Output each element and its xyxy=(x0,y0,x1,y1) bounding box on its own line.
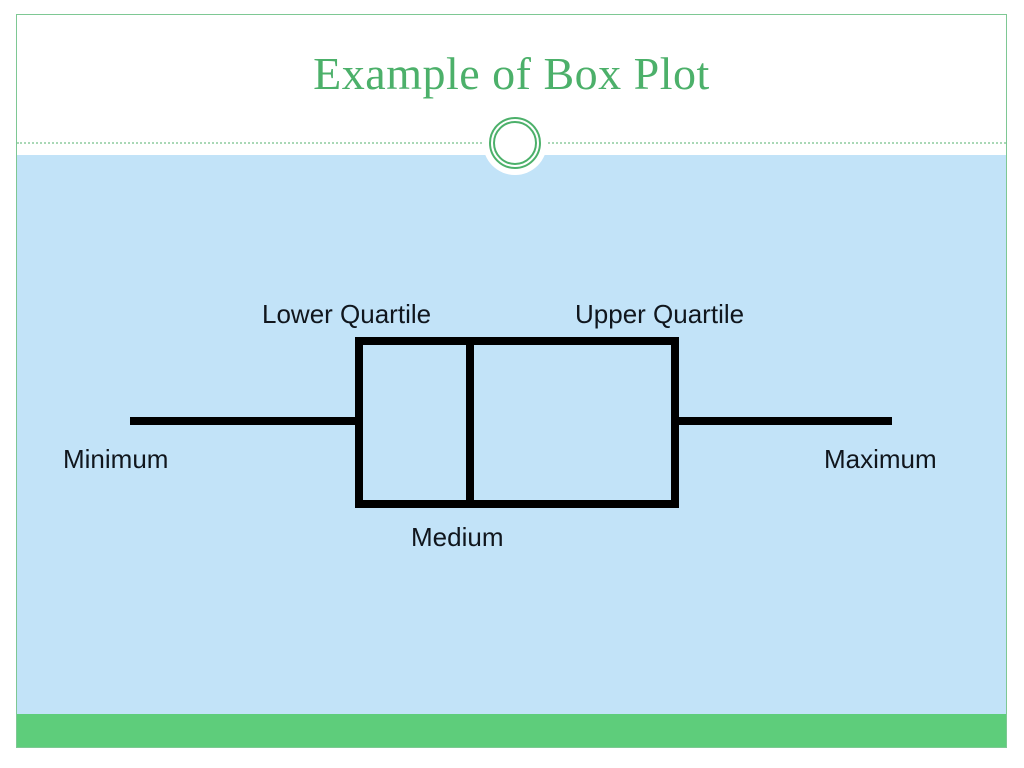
label-maximum: Maximum xyxy=(824,444,937,474)
page-title: Example of Box Plot xyxy=(313,48,710,99)
footer-accent-bar xyxy=(17,714,1006,747)
label-medium: Medium xyxy=(411,522,504,552)
double-ring-circle-icon xyxy=(483,111,547,175)
content-area xyxy=(17,155,1006,714)
label-lower-quartile: Lower Quartile xyxy=(262,299,432,329)
label-minimum: Minimum xyxy=(63,444,169,474)
ornament-outer-ring xyxy=(489,117,541,169)
label-upper-quartile: Upper Quartile xyxy=(575,299,745,329)
ornament-inner-ring xyxy=(493,121,537,165)
